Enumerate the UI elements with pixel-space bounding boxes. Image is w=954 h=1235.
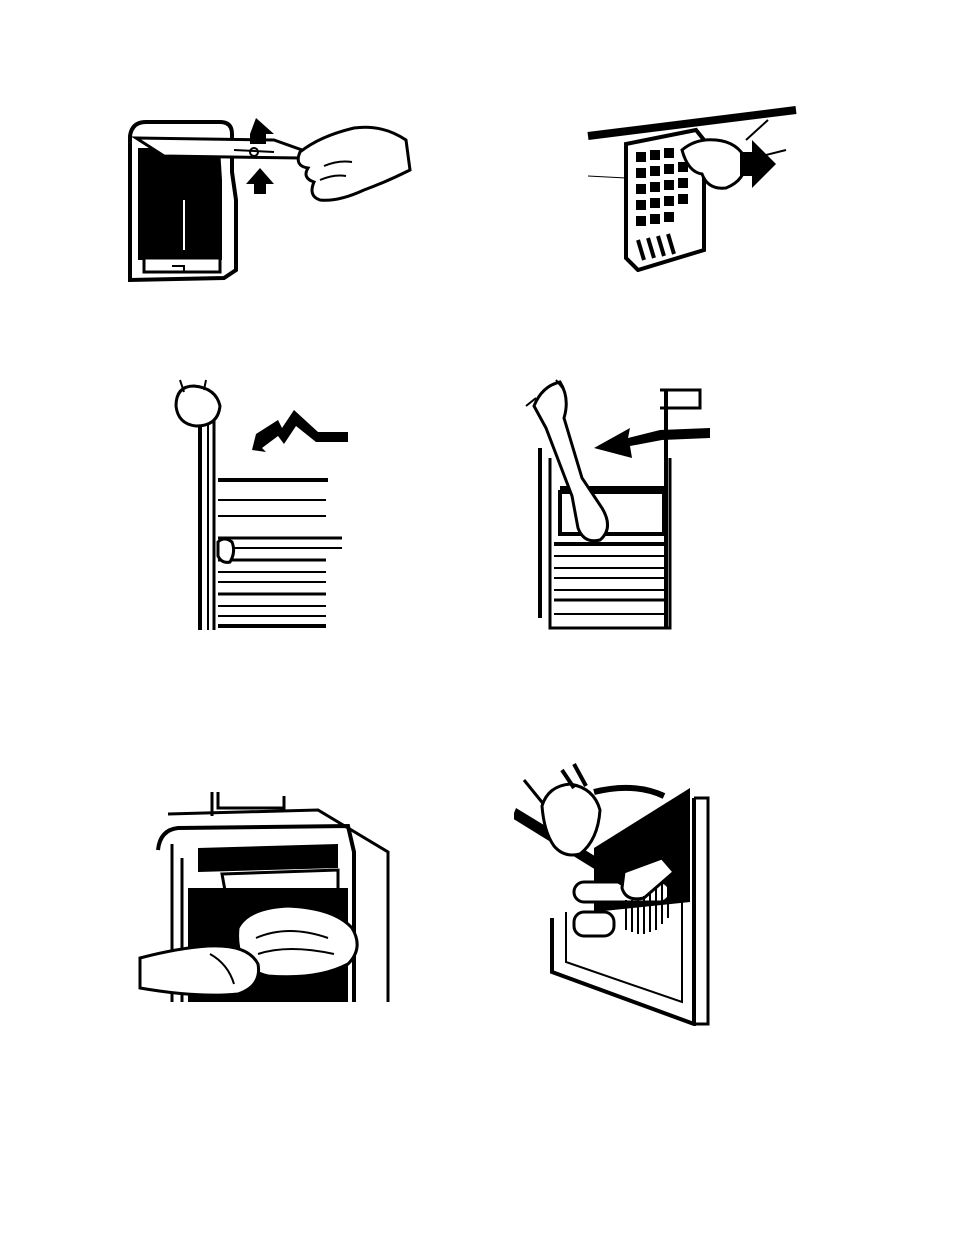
wipe-drawing — [138, 788, 394, 1002]
drawer-drawing — [520, 378, 716, 636]
zigzag-arrow-left-icon — [252, 410, 348, 452]
drawer-rails — [554, 544, 666, 614]
arrow-left-icon — [594, 428, 710, 458]
lint-screen-drawing — [124, 110, 414, 286]
lint-filter-grille-pull-illustration — [586, 100, 802, 272]
interior-wipe-cloth-illustration — [138, 788, 394, 1002]
door-drawing — [166, 376, 350, 634]
arrow-right-icon — [740, 140, 776, 188]
door-panel-open-illustration — [166, 376, 350, 634]
interior-brush-clean-illustration — [514, 762, 712, 1026]
brush-drawing — [514, 762, 712, 1026]
lint-screen-lift-out-illustration — [124, 110, 414, 286]
grille-drawing — [586, 100, 802, 272]
drawer-remove-illustration — [520, 378, 716, 636]
rack-lines — [218, 480, 342, 626]
arrow-up-icon — [246, 168, 274, 194]
